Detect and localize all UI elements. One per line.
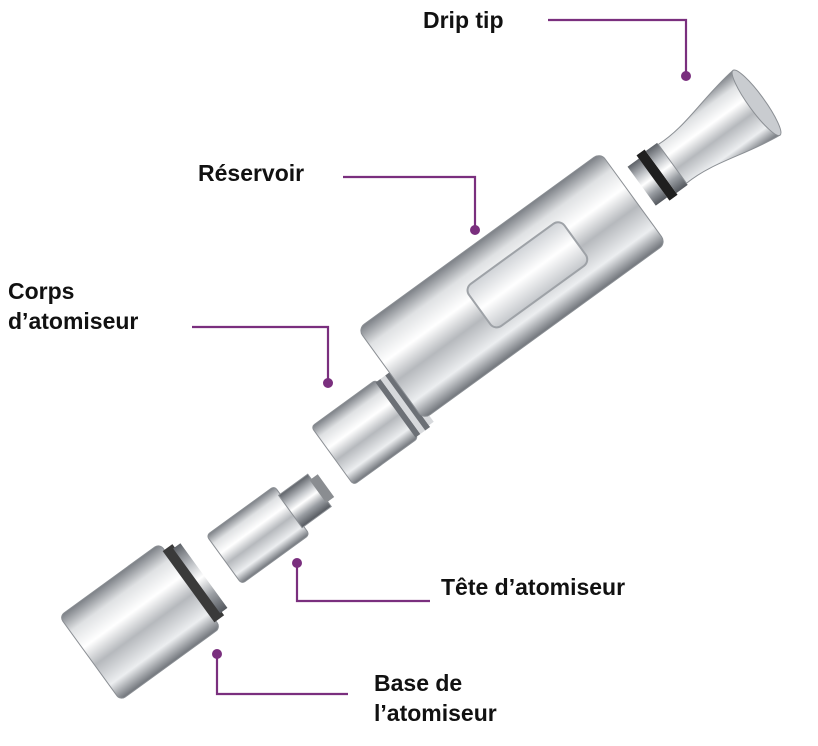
label-base-atomiseur: Base de l’atomiseur	[374, 670, 497, 726]
leader-drip-tip	[548, 18, 688, 75]
leader-base	[215, 654, 348, 696]
base-atomiseur-part	[61, 543, 228, 699]
leader-corps	[192, 325, 330, 382]
dot-reservoir	[470, 225, 480, 235]
leader-reservoir	[343, 175, 477, 229]
dot-drip-tip	[681, 71, 691, 81]
label-tete-atomiseur: Tête d’atomiseur	[441, 574, 626, 600]
label-reservoir: Réservoir	[198, 160, 305, 186]
reservoir-part	[360, 155, 664, 417]
dot-corps	[323, 378, 333, 388]
leader-lines	[192, 18, 688, 696]
label-drip-tip: Drip tip	[423, 7, 504, 33]
drip-tip-part	[627, 69, 782, 206]
leader-dots	[212, 71, 691, 659]
tete-atomiseur-part	[207, 473, 335, 583]
leader-tete	[295, 563, 430, 603]
dot-tete	[292, 558, 302, 568]
label-corps-atomiseur: Corps d’atomiseur	[8, 278, 139, 334]
dot-base	[212, 649, 222, 659]
